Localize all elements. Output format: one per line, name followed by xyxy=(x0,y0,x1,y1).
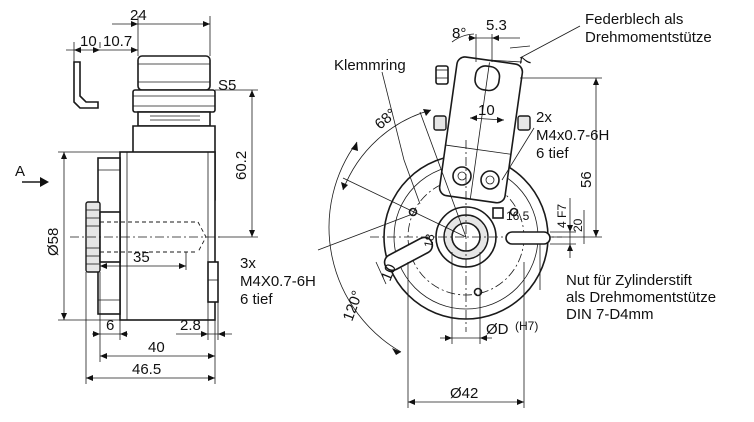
dim-56 xyxy=(520,77,602,238)
dim-dia-d xyxy=(440,252,492,344)
arc-120 xyxy=(328,141,402,353)
svg-text:35: 35 xyxy=(133,249,150,266)
dim-2-8: 2.8 xyxy=(176,302,232,340)
note-spring-plate-2: Drehmomentstütze xyxy=(585,29,712,46)
note-thread-bottom-2: M4X0.7-6H xyxy=(240,273,316,290)
note-groove-1: Nut für Zylinderstift xyxy=(566,272,693,289)
svg-text:46.5: 46.5 xyxy=(132,361,161,378)
dim-35: 35 xyxy=(100,249,187,270)
dim-60-2: 60.2 xyxy=(215,89,258,238)
svg-text:10: 10 xyxy=(80,33,97,50)
bracket-screws xyxy=(452,166,500,190)
dim-10-10-7: 10 10.7 xyxy=(66,33,138,62)
note-thread-bottom-1: 3x xyxy=(240,255,256,272)
dim-10-upper xyxy=(469,115,505,123)
svg-text:(H7): (H7) xyxy=(515,319,538,333)
dim-6: 6 xyxy=(92,272,128,340)
svg-text:6: 6 xyxy=(106,317,114,334)
dim-24: 24 xyxy=(112,7,211,56)
encoder-body-side xyxy=(119,151,216,321)
svg-text:Ø58: Ø58 xyxy=(45,228,62,256)
svg-text:24: 24 xyxy=(130,7,147,24)
note-thread-top-2: M4x0.7-6H xyxy=(536,127,609,144)
arc-68 xyxy=(342,109,432,191)
svg-text:8°: 8° xyxy=(452,25,466,42)
dim-top-bracket xyxy=(451,33,531,63)
note-thread-top-1: 2x xyxy=(536,109,552,126)
svg-text:40: 40 xyxy=(148,339,165,356)
svg-text:7: 7 xyxy=(517,56,535,67)
svg-text:60.2: 60.2 xyxy=(233,151,250,180)
svg-text:10.7: 10.7 xyxy=(103,33,132,50)
svg-text:2.8: 2.8 xyxy=(180,317,201,334)
svg-text:16.5: 16.5 xyxy=(506,209,530,223)
svg-text:20: 20 xyxy=(571,218,585,232)
connector-s5 xyxy=(132,55,216,127)
view-label-a: A xyxy=(15,163,25,180)
view-arrow-a: A xyxy=(15,163,49,187)
note-clamp-ring: Klemmring xyxy=(334,57,406,74)
spring-plate-side xyxy=(73,61,99,109)
dim-46-5: 46.5 xyxy=(85,272,216,384)
svg-text:5.3: 5.3 xyxy=(486,17,507,34)
side-view: A 24 10 10.7 S5 xyxy=(15,7,258,384)
dim-4f7-20 xyxy=(550,198,585,258)
connector-label-s5: S5 xyxy=(218,77,236,94)
svg-text:ØD: ØD xyxy=(486,321,509,338)
front-view: 8° 5.3 7 10 56 4 F7 20 xyxy=(240,11,716,408)
svg-text:4 F7: 4 F7 xyxy=(555,204,569,228)
note-thread-bottom-3: 6 tief xyxy=(240,291,273,308)
note-groove-2: als Drehmomentstütze xyxy=(566,289,716,306)
svg-text:68°: 68° xyxy=(372,105,400,133)
spring-plate-front xyxy=(438,56,524,204)
note-groove-3: DIN 7-D4mm xyxy=(566,306,654,323)
svg-text:10: 10 xyxy=(478,102,495,119)
svg-text:56: 56 xyxy=(578,171,595,188)
note-spring-plate-1: Federblech als xyxy=(585,11,683,28)
svg-text:18: 18 xyxy=(421,233,437,249)
dim-dia-58: Ø58 xyxy=(45,151,120,321)
dim-dia-42 xyxy=(407,262,525,408)
svg-text:Ø42: Ø42 xyxy=(450,385,478,402)
pin-groove xyxy=(505,231,551,245)
dim-40: 40 xyxy=(99,320,216,362)
slot-left xyxy=(383,236,434,272)
note-thread-top-3: 6 tief xyxy=(536,145,569,162)
svg-text:120°: 120° xyxy=(340,288,367,323)
